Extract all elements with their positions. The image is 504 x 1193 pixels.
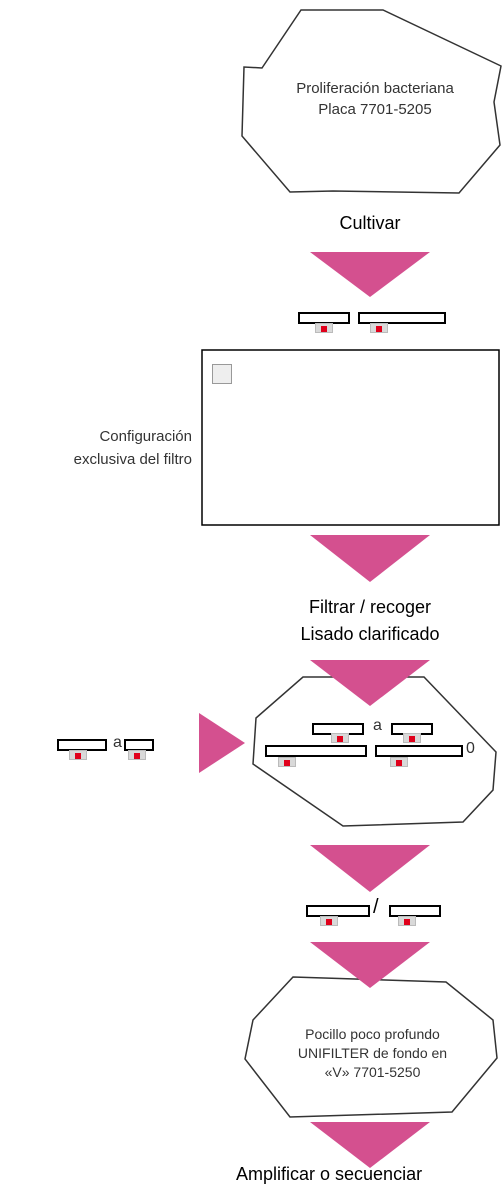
wide-field-left-icon <box>278 757 296 767</box>
step-filter-line2: Lisado clarificado <box>300 624 440 644</box>
arrow-down-5 <box>310 942 430 988</box>
wide-field-right-icon <box>390 757 408 767</box>
range-left-separator: a <box>113 734 122 751</box>
wide-field-right[interactable] <box>375 745 463 757</box>
field-box-b[interactable] <box>358 312 446 324</box>
range-right-separator: a <box>373 717 382 734</box>
plate-top-line1: Proliferación bacteriana <box>296 80 454 97</box>
field-icon-box-b <box>370 323 388 333</box>
arrow-down-6 <box>310 1122 430 1168</box>
step-filter-line1: Filtrar / recoger <box>308 597 432 617</box>
plate-shape-middle <box>252 676 497 827</box>
range-left-start-icon <box>69 750 87 760</box>
plate-shape-bottom <box>244 976 498 1118</box>
filter-note-line2: exclusiva del filtro <box>73 451 192 468</box>
range-right-start-icon <box>331 733 349 743</box>
arrow-down-4 <box>310 845 430 892</box>
fraction-numerator-icon <box>320 916 338 926</box>
arrow-right <box>199 713 245 773</box>
plate-bottom-line2: UNIFILTER de fondo en <box>297 1045 448 1061</box>
step-culture-label: Cultivar <box>339 213 401 233</box>
range-right-suffix: 0 <box>466 740 475 757</box>
field-icon-box-a <box>315 323 333 333</box>
range-left-end-icon <box>128 750 146 760</box>
range-right-end-icon <box>403 733 421 743</box>
fraction-denominator-icon <box>398 916 416 926</box>
arrow-down-1 <box>310 252 430 297</box>
filter-box <box>201 349 500 526</box>
plate-shape-top <box>241 9 502 194</box>
image-placeholder-icon <box>212 364 232 384</box>
arrow-down-3 <box>310 660 430 706</box>
plate-top-line2: Placa 7701-5205 <box>318 101 432 118</box>
fraction-separator: / <box>373 896 379 918</box>
plate-bottom-line3: «V» 7701-5250 <box>324 1064 421 1080</box>
plate-bottom-line1: Pocillo poco profundo <box>305 1026 440 1042</box>
wide-field-left[interactable] <box>265 745 367 757</box>
step-final-label: Amplificar o secuenciar <box>236 1164 423 1184</box>
arrow-down-2 <box>310 535 430 582</box>
filter-note-line1: Configuración <box>99 428 192 445</box>
fraction-numerator-field[interactable] <box>306 905 370 917</box>
